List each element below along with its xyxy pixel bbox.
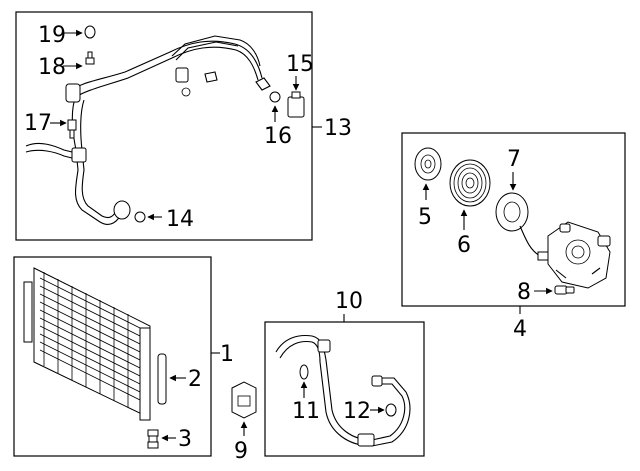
callout-3: 3 (178, 427, 192, 452)
group-4-compressor: 5 6 7 8 4 (401, 132, 626, 342)
relief-valve-icon (554, 285, 575, 295)
o-ring-icon (299, 364, 309, 380)
callout-13: 13 (324, 116, 352, 141)
clutch-plate-icon (414, 147, 442, 181)
callout-11: 11 (292, 399, 320, 424)
valve-icon (287, 91, 305, 118)
frame-13 (15, 11, 313, 241)
group-13-line-assembly: 19 18 17 14 15 16 13 (15, 11, 352, 241)
callout-16: 16 (264, 124, 292, 149)
callout-17: 17 (24, 111, 52, 136)
frame-4 (401, 132, 626, 307)
callout-7: 7 (507, 147, 521, 172)
callout-10: 10 (335, 289, 363, 314)
compressor-icon (547, 221, 611, 289)
o-ring-icon (134, 211, 146, 223)
o-ring-icon (269, 91, 281, 103)
bolt-icon (67, 119, 77, 139)
callout-4: 4 (513, 317, 527, 342)
callout-2: 2 (188, 367, 202, 392)
receiver-drier-icon (157, 353, 167, 405)
callout-9: 9 (234, 439, 248, 464)
group-9-bracket: 9 (231, 381, 257, 464)
bracket-icon (231, 381, 257, 419)
o-ring-icon (385, 403, 397, 417)
bolt-icon (85, 51, 95, 65)
frame-1 (13, 256, 212, 457)
group-1-condenser: 1 2 3 (13, 256, 234, 457)
callout-15: 15 (286, 52, 314, 77)
callout-5: 5 (418, 205, 432, 230)
frame-10 (264, 321, 425, 457)
plug-icon (147, 429, 159, 449)
callout-8: 8 (517, 280, 531, 305)
pulley-icon (449, 159, 491, 207)
callout-14: 14 (166, 207, 194, 232)
field-coil-icon (495, 192, 549, 261)
callout-1: 1 (220, 342, 234, 367)
callout-19: 19 (38, 23, 66, 48)
condenser-icon (23, 267, 151, 421)
hose-icon (275, 334, 411, 447)
cap-icon (84, 25, 96, 39)
callout-12: 12 (343, 399, 371, 424)
callout-18: 18 (38, 55, 66, 80)
callout-6: 6 (457, 233, 471, 258)
group-10-hose: 10 11 12 (264, 289, 425, 457)
